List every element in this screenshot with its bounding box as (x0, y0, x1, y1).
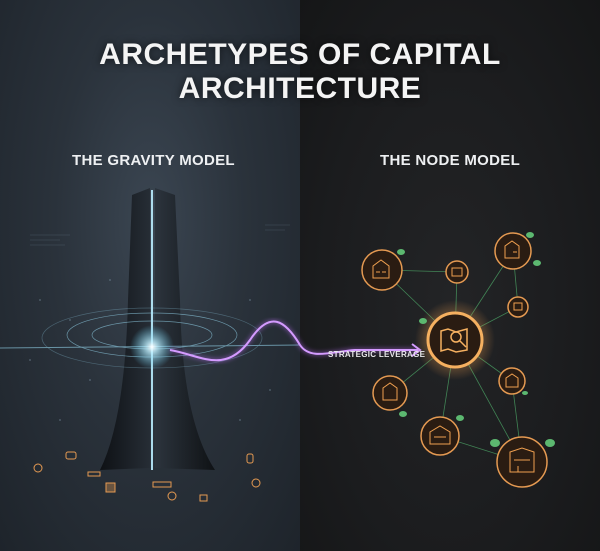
node-model-label: THE NODE MODEL (380, 152, 521, 169)
leaf-icons (397, 232, 555, 447)
energy-flare (130, 325, 174, 369)
data-lines (30, 224, 290, 246)
house-node (498, 367, 526, 395)
house-node (372, 375, 408, 411)
hub-node (415, 300, 495, 380)
building-node (496, 436, 548, 488)
title-line-1: ARCHETYPES OF CAPITAL (99, 38, 501, 71)
building-node (507, 296, 529, 318)
title-line-2: ARCHITECTURE (178, 72, 422, 105)
base-icons (33, 451, 261, 502)
city-lights (29, 279, 271, 421)
map-search-icon (440, 328, 468, 353)
house-node (494, 232, 532, 270)
leverage-wave (169, 320, 418, 362)
house-node (420, 416, 460, 456)
storefront-node (445, 260, 469, 284)
strategic-leverage-label: STRATEGIC LEVERAGE (328, 350, 426, 359)
house-icons (372, 240, 535, 473)
page-title: ARCHETYPES OF CAPITAL ARCHITECTURE (0, 38, 600, 106)
gravity-model-label: THE GRAVITY MODEL (72, 152, 235, 169)
house-node (361, 249, 403, 291)
